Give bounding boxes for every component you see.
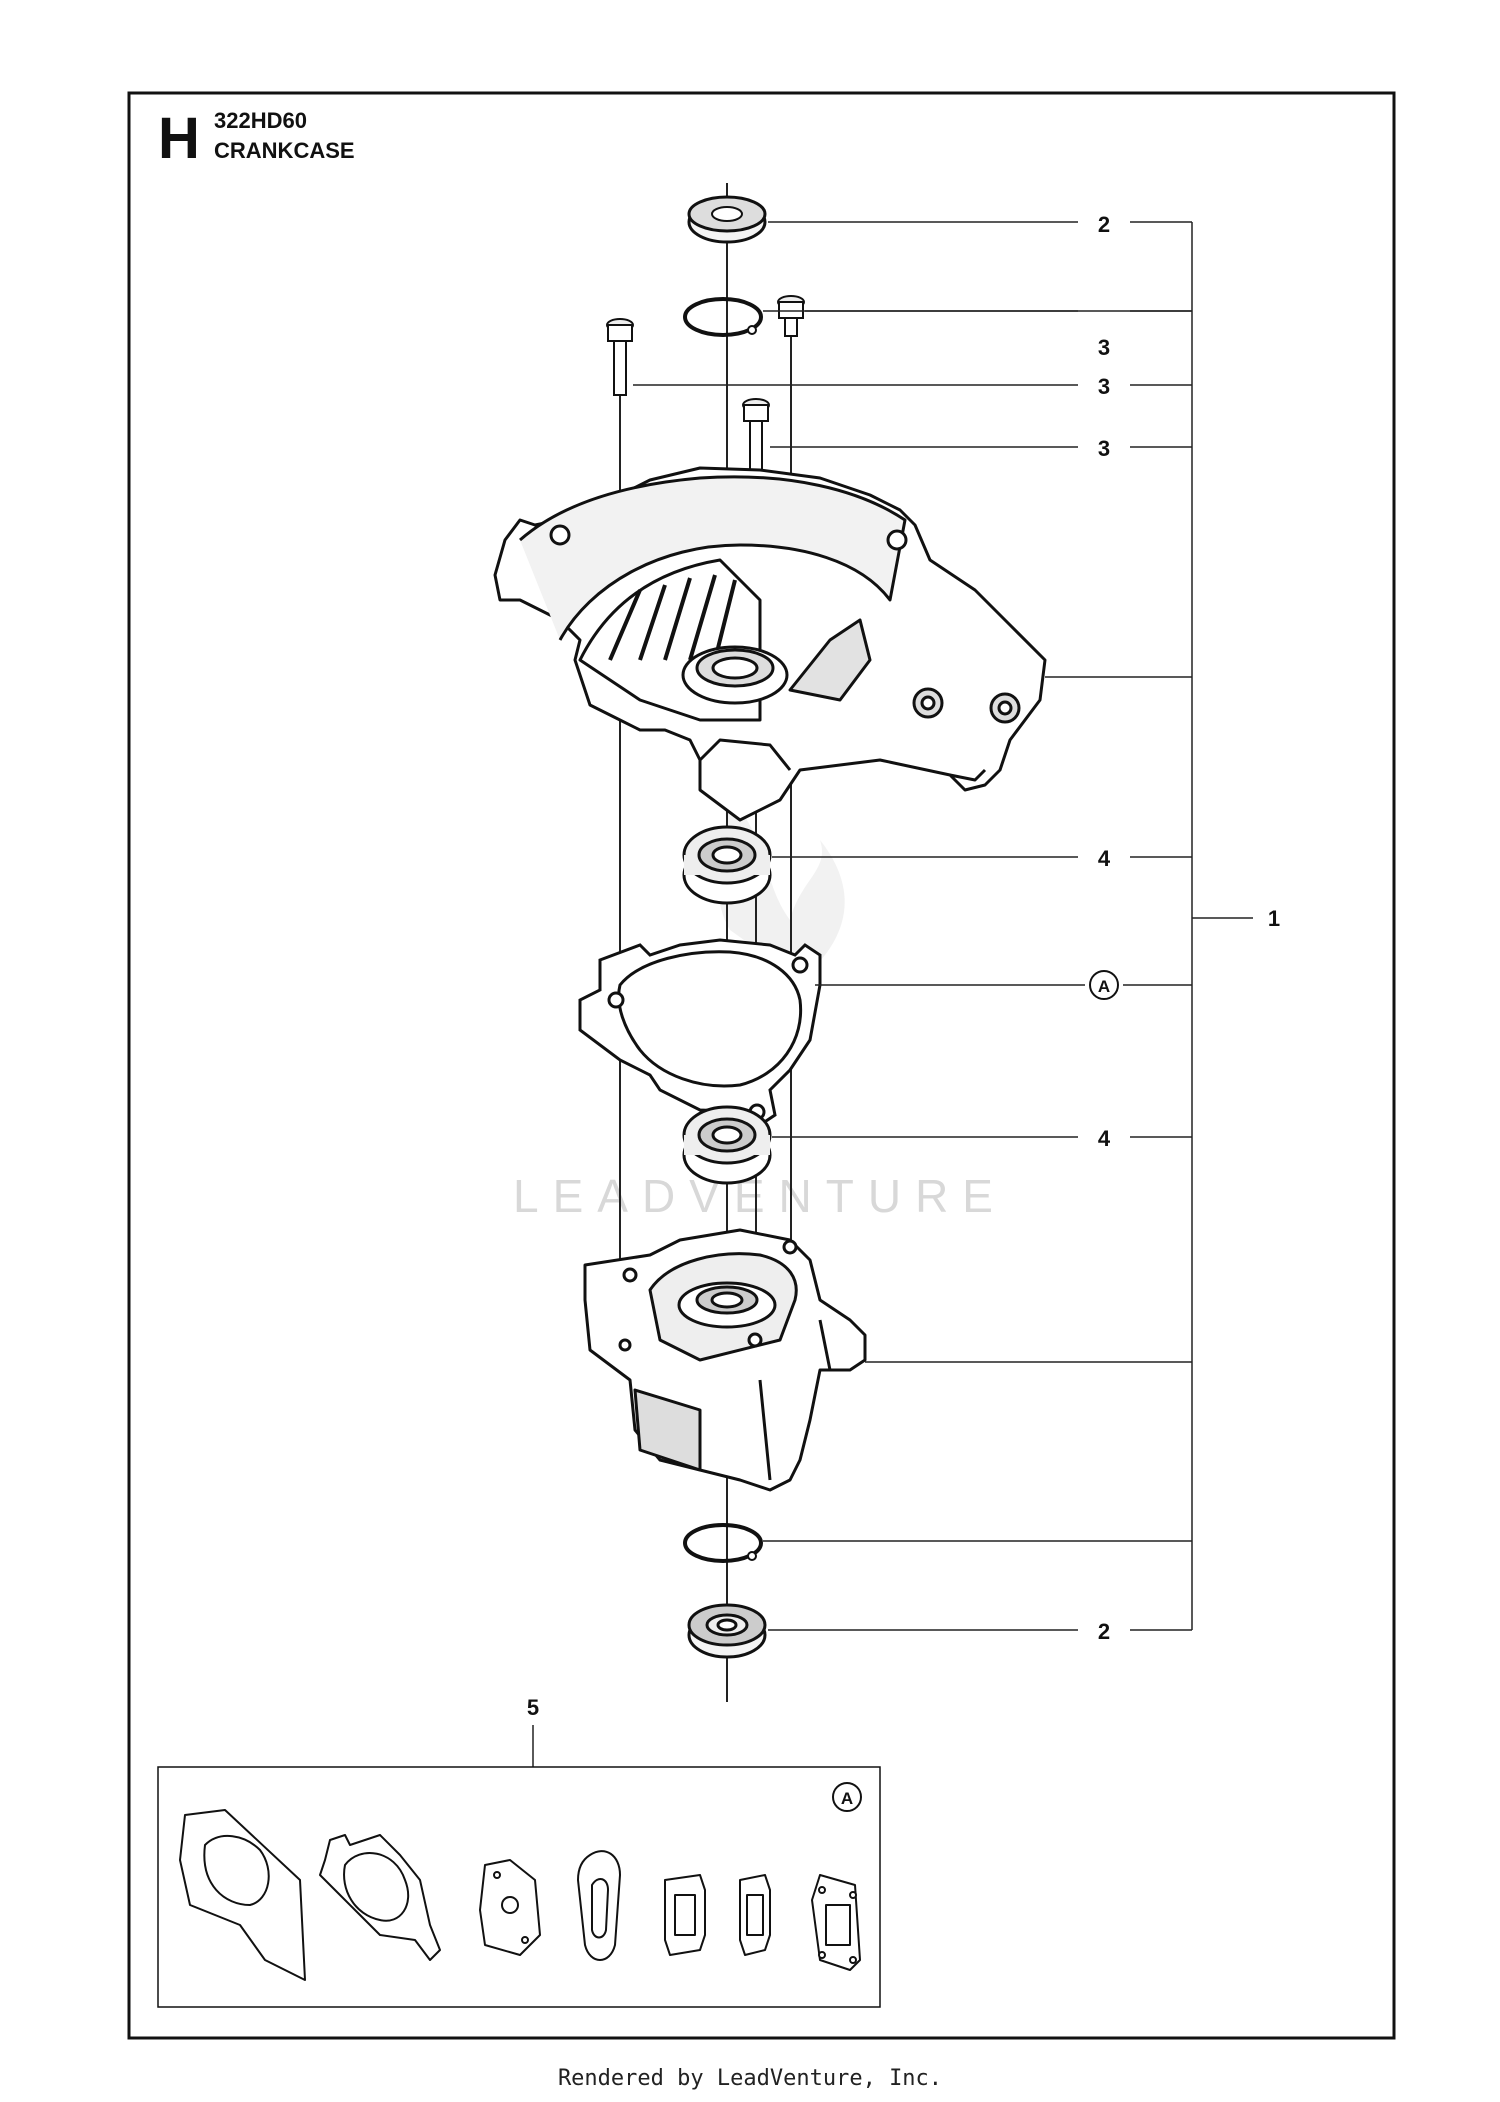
diagram-title: CRANKCASE: [214, 138, 355, 163]
callout-4-top: 4: [1098, 846, 1111, 871]
crankcase-gasket: [578, 938, 822, 1128]
callout-4-bottom: 4: [1098, 1126, 1111, 1151]
svg-text:A: A: [841, 1789, 853, 1808]
ball-bearing-bottom: [682, 1105, 772, 1185]
footer-credit: Rendered by LeadVenture, Inc.: [557, 2066, 943, 2091]
callout-1-assembly: 1: [1268, 906, 1280, 931]
callout-3-first: 3: [1098, 335, 1110, 360]
callout-a-gasket: A: [1089, 970, 1119, 1000]
section-letter: H: [158, 106, 200, 171]
screw-2: [606, 318, 634, 396]
watermark-text: LEADVENTURE: [513, 1170, 1007, 1222]
gasket-kit-items: [179, 1809, 861, 1981]
callout-2-top: 2: [1098, 212, 1110, 237]
callout-5-kit: 5: [527, 1695, 539, 1720]
model-number: 322HD60: [214, 108, 307, 133]
leader-lines: [532, 221, 1253, 1767]
callout-a-kit: A: [832, 1782, 862, 1812]
callout-3-second: 3: [1098, 374, 1110, 399]
callout-3-third: 3: [1098, 436, 1110, 461]
oil-seal-bottom: [687, 1603, 767, 1659]
callout-2-bottom: 2: [1098, 1619, 1110, 1644]
diagram-frame: [127, 91, 1396, 2040]
oil-seal-top: [687, 195, 767, 244]
ball-bearing-top: [682, 825, 772, 905]
crankcase-upper-half: [493, 466, 1047, 822]
svg-text:A: A: [1098, 977, 1110, 996]
screw-1: [777, 295, 805, 337]
circlip-top: [683, 297, 763, 337]
screw-3: [742, 398, 770, 480]
crankcase-lower-half: [583, 1228, 867, 1492]
gasket-kit-box: [157, 1766, 881, 2008]
circlip-bottom: [683, 1523, 763, 1563]
